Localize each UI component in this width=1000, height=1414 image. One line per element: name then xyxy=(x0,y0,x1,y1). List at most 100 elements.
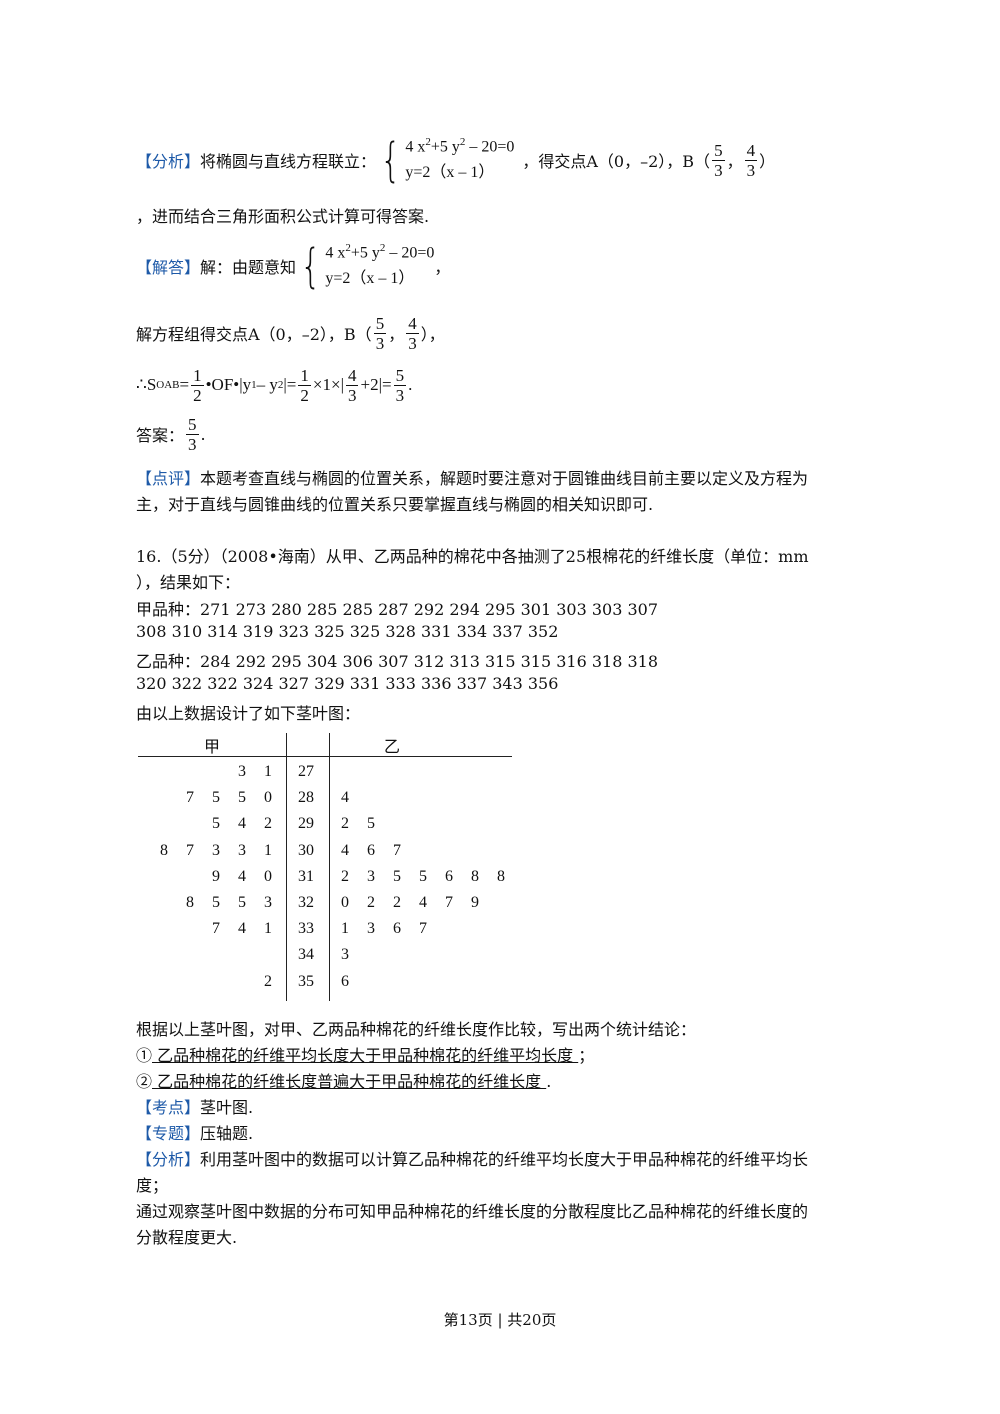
stem-value: 34 xyxy=(298,946,314,964)
solution-line: 【解答】 解：由题意知 { 4 x2+5 y2 – 20=0 y=2（x – 1… xyxy=(136,238,451,293)
stem-value: 29 xyxy=(298,815,314,833)
leaf-right: 6 xyxy=(341,972,349,990)
analysis-text: 将椭圆与直线方程联立： xyxy=(200,152,377,171)
leaf-right: 6 xyxy=(445,867,453,885)
conclusion-1: ① 乙品种棉花的纤维平均长度大于甲品种棉花的纤维平均长度 ； xyxy=(136,1046,595,1065)
leaf-right: 2 xyxy=(393,894,401,911)
jia-data-1: 甲品种：271 273 280 285 285 287 292 294 295 … xyxy=(136,600,659,619)
equation-1: 4 x2+5 y2 – 20=0 xyxy=(325,242,435,262)
leaf-right: 7 xyxy=(393,841,401,859)
leaf-right: 7 xyxy=(445,894,453,911)
left-brace-icon: { xyxy=(300,238,321,293)
stem-value: 33 xyxy=(298,920,314,938)
table-head-yi: 乙 xyxy=(384,739,401,756)
solution-tag: 【解答】 xyxy=(136,258,201,277)
leaf-right: 5 xyxy=(367,815,375,833)
leaf-right: 3 xyxy=(367,867,375,885)
leaf-right: 2 xyxy=(367,894,375,911)
jia-data-2: 308 310 314 319 323 325 325 328 331 334 … xyxy=(136,622,559,641)
leaf-left: 5 xyxy=(238,894,246,911)
leaf-left: 7 xyxy=(186,841,194,859)
comment-tag: 【点评】 xyxy=(136,469,201,488)
leaf-left: 8 xyxy=(186,894,194,911)
leaf-left: 3 xyxy=(238,841,246,859)
leaf-left: 5 xyxy=(212,815,220,833)
comment-line-1: 【点评】本题考查直线与椭圆的位置关系，解题时要注意对于圆锥曲线目前主要以定义及方… xyxy=(136,469,809,488)
leaf-right: 6 xyxy=(367,841,375,859)
stem-value: 32 xyxy=(298,894,314,911)
q16-header-2: ），结果如下： xyxy=(136,573,241,592)
analysis-line: 【分析】 将椭圆与直线方程联立： { 4 x2+5 y2 – 20=0 y=2（… xyxy=(136,133,776,187)
leaf-left: 0 xyxy=(264,867,272,885)
leaf-left: 8 xyxy=(160,841,168,859)
equation-1: 4 x2+5 y2 – 20=0 xyxy=(405,136,515,156)
leaf-left: 1 xyxy=(264,841,272,859)
leaf-left: 3 xyxy=(264,894,272,911)
leaf-right: 4 xyxy=(419,894,427,911)
table-head-jia: 甲 xyxy=(204,739,221,756)
conclusion-2: ② 乙品种棉花的纤维长度普遍大于甲品种棉花的纤维长度 . xyxy=(136,1072,552,1091)
zhuanti-tag: 【专题】 xyxy=(136,1124,201,1143)
leaf-right: 2 xyxy=(341,815,349,833)
fenxi-line-1: 【分析】利用茎叶图中的数据可以计算乙品种棉花的纤维平均长度大于甲品种棉花的纤维平… xyxy=(136,1150,809,1169)
leaf-left: 5 xyxy=(212,894,220,911)
leaf-right: 2 xyxy=(341,867,349,885)
fenxi-line-2: 度； xyxy=(136,1176,169,1195)
leaf-left: 2 xyxy=(264,972,272,990)
leaf-left: 3 xyxy=(212,841,220,859)
stem-value: 31 xyxy=(298,867,314,885)
yi-data-2: 320 322 322 324 327 329 331 333 336 337 … xyxy=(136,674,559,693)
kaodian-tag: 【考点】 xyxy=(136,1098,201,1117)
leaf-left: 4 xyxy=(238,815,246,833)
table-header-rule xyxy=(138,756,512,757)
leaf-right: 3 xyxy=(341,946,349,964)
fenxi-tag: 【分析】 xyxy=(136,1150,201,1169)
leaf-left: 1 xyxy=(264,920,272,938)
leaf-left: 2 xyxy=(264,815,272,833)
leaf-right: 7 xyxy=(419,920,427,938)
leaf-right: 6 xyxy=(393,920,401,938)
leaf-left: 9 xyxy=(212,867,220,885)
solution-text: 解：由题意知 xyxy=(200,258,297,277)
analysis-line-2: ，进而结合三角形面积公式计算可得答案. xyxy=(136,207,430,226)
fenxi-line-4: 分散程度更大. xyxy=(136,1228,238,1247)
equation-system: { 4 x2+5 y2 – 20=0 y=2（x – 1） xyxy=(376,134,514,186)
q16-header-1: 16.（5分）（2008•海南）从甲、乙两品种的棉花中各抽测了25根棉花的纤维长… xyxy=(136,547,809,566)
comment-line-2: 主，对于直线与圆锥曲线的位置关系只要掌握直线与椭圆的相关知识即可. xyxy=(136,495,654,514)
kaodian-line: 【考点】茎叶图. xyxy=(136,1098,254,1117)
leaf-right: 1 xyxy=(341,920,349,938)
compare-line: 根据以上茎叶图，对甲、乙两品种棉花的纤维长度作比较，写出两个统计结论： xyxy=(136,1020,697,1039)
leaf-left: 5 xyxy=(212,789,220,807)
table-divider-right xyxy=(329,733,330,1001)
equation-system-2: { 4 x2+5 y2 – 20=0 y=2（x – 1） xyxy=(296,240,434,292)
leaf-right: 8 xyxy=(497,867,505,885)
leaf-right: 5 xyxy=(393,867,401,885)
leaf-left: 5 xyxy=(238,789,246,807)
fenxi-line-3: 通过观察茎叶图中数据的分布可知甲品种棉花的纤维长度的分散程度比乙品种棉花的纤维长… xyxy=(136,1202,809,1221)
leaf-left: 4 xyxy=(238,920,246,938)
leaf-left: 3 xyxy=(238,763,246,780)
left-brace-icon: { xyxy=(380,133,401,187)
leaf-left: 1 xyxy=(264,763,272,780)
stem-value: 35 xyxy=(298,972,314,990)
analysis-tag: 【分析】 xyxy=(136,152,201,171)
leaf-right: 8 xyxy=(471,867,479,885)
stem-value: 27 xyxy=(298,763,314,780)
design-line: 由以上数据设计了如下茎叶图： xyxy=(136,704,361,723)
zhuanti-line: 【专题】压轴题. xyxy=(136,1124,254,1143)
page-footer: 第13页 | 共20页 xyxy=(443,1311,557,1329)
leaf-left: 0 xyxy=(264,789,272,807)
yi-data-1: 乙品种：284 292 295 304 306 307 312 313 315 … xyxy=(136,652,659,671)
equation-2: y=2（x – 1） xyxy=(405,164,495,182)
leaf-left: 4 xyxy=(238,867,246,885)
